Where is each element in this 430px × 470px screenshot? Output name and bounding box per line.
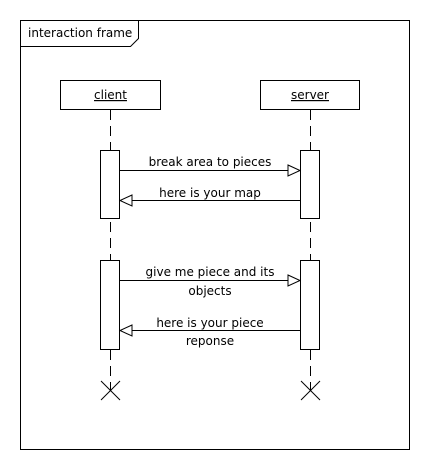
message-label-3-line-1: give me piece and its <box>146 265 275 279</box>
activation-server-1 <box>300 150 320 219</box>
frame-label: interaction frame <box>28 26 132 40</box>
activation-client-2 <box>100 260 120 350</box>
lifeline-label-server: server <box>291 88 329 102</box>
destroy-marker-client <box>100 380 121 401</box>
lifeline-head-client[interactable] <box>60 80 161 110</box>
message-arrowhead-3 <box>287 274 302 287</box>
message-arrowhead-1 <box>287 164 302 177</box>
message-arrowhead-2 <box>118 194 133 207</box>
message-label-2: here is your map <box>159 186 261 200</box>
activation-client-1 <box>100 150 120 219</box>
message-arrowhead-4 <box>118 324 133 337</box>
message-label-1: break area to pieces <box>149 155 272 169</box>
activation-server-2 <box>300 260 320 350</box>
message-label-4-line-2: reponse <box>186 334 234 348</box>
destroy-marker-server <box>300 380 321 401</box>
message-label-3-line-2: objects <box>188 284 231 298</box>
message-label-4-line-1: here is your piece <box>156 316 263 330</box>
lifeline-label-client: client <box>94 88 127 102</box>
frame-label-tab <box>20 20 139 47</box>
interaction-frame <box>20 20 410 450</box>
lifeline-head-server[interactable] <box>260 80 360 110</box>
